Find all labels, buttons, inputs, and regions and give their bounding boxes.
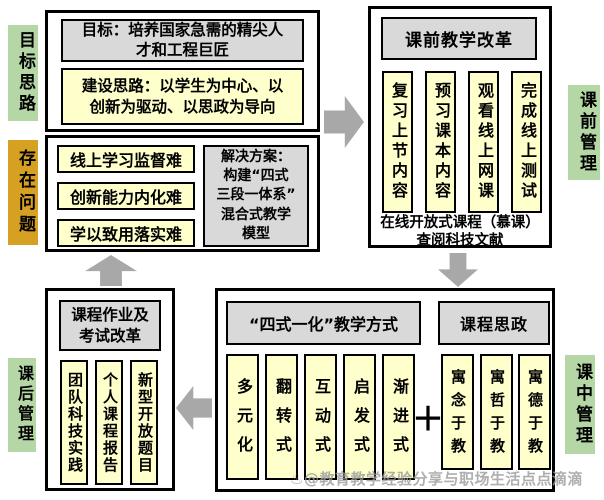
stage-label-goal: 目标思路 (8, 25, 38, 121)
arrow-down-icon (438, 253, 478, 287)
teaching-method-item: 互动式 (304, 354, 337, 480)
pre-class-item: 完成线上测试 (511, 71, 542, 213)
stage-label-in-class: 课中管理 (565, 355, 595, 454)
pre-class-note: 在线开放式课程（慕课） 查阅科技文献 (380, 214, 540, 249)
arrow-left-icon (176, 386, 212, 430)
teaching-method-item: 翻转式 (265, 354, 298, 480)
post-class-item: 个人课程报告 (95, 360, 123, 485)
stage-label-pre-class: 课前管理 (568, 85, 600, 180)
post-class-item: 新型开放题目 (130, 360, 158, 485)
plus-sign: ＋ (412, 400, 445, 438)
teaching-methods-title: “四式一化”教学方式 (226, 301, 421, 345)
arrow-up-icon (85, 255, 137, 286)
pre-class-item: 观看线上网课 (468, 71, 499, 213)
pre-class-item: 复习上节内容 (382, 71, 413, 213)
pre-class-section-box: 课前教学改革 复习上节内容 预习课本内容 观看线上网课 完成线上测试 在线开放式… (368, 6, 552, 249)
post-class-item: 团队科技实践 (60, 360, 88, 485)
teaching-method-item: 渐进式 (382, 354, 415, 480)
problem-section-box: 线上学习监督难 创新能力内化难 学以致用落实难 解决方案： 构建“四式 三段一体… (45, 135, 320, 252)
in-class-section-box: “四式一化”教学方式 课程思政 多元化 翻转式 互动式 启发式 渐进式 ＋ 寓念… (215, 288, 555, 492)
goal-section-box: 目标：培养国家急需的精尖人 才和工程巨匠 建设思路：以学生为中心、以 创新为驱动… (45, 10, 320, 132)
ideology-item: 寓念于教 (441, 354, 474, 470)
stage-label-post-class: 课后管理 (8, 358, 36, 452)
post-class-title: 课程作业及 考试改革 (59, 300, 161, 351)
problem-item: 创新能力内化难 (57, 182, 195, 210)
stage-label-problem: 存在问题 (8, 140, 38, 245)
problem-item: 线上学习监督难 (57, 145, 195, 173)
teaching-method-item: 多元化 (226, 354, 259, 480)
solution-box: 解决方案： 构建“四式 三段一体系” 混合式教学 模型 (203, 145, 309, 247)
pre-class-item: 预习课本内容 (425, 71, 456, 213)
ideology-item: 寓哲于教 (480, 354, 513, 470)
problem-item: 学以致用落实难 (57, 219, 195, 247)
arrow-right-icon (324, 96, 364, 148)
teaching-method-item: 启发式 (343, 354, 376, 480)
goal-objective-box: 目标：培养国家急需的精尖人 才和工程巨匠 (61, 19, 304, 62)
ideology-title: 课程思政 (438, 301, 550, 345)
pre-class-title: 课前教学改革 (381, 17, 537, 60)
goal-approach-box: 建设思路：以学生为中心、以 创新为驱动、以思政为导向 (61, 68, 304, 125)
ideology-item: 寓德于教 (518, 354, 551, 470)
watermark-text: ♨@教育教学经验分享与职场生活点点滴滴 (290, 470, 583, 488)
post-class-section-box: 课程作业及 考试改革 团队科技实践 个人课程报告 新型开放题目 (45, 288, 175, 491)
